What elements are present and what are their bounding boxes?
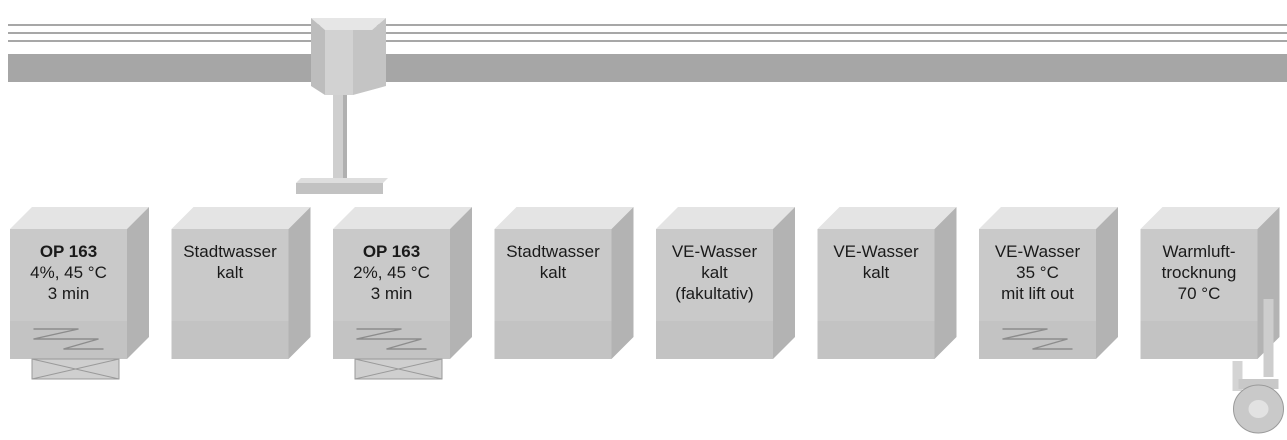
tank-label-line: OP 163 — [363, 242, 420, 261]
tank-label-line: mit lift out — [1001, 284, 1074, 303]
tank-label-line: 35 °C — [1016, 263, 1059, 282]
hoist-mast-shade — [343, 95, 347, 183]
tank-top-face — [1140, 207, 1280, 229]
tank-label-line: VE-Wasser — [995, 242, 1081, 261]
heater-coil-icon — [356, 328, 427, 350]
tank-label-line: kalt — [863, 263, 890, 282]
tank-liquid-level — [494, 321, 612, 359]
op163-4pct-tank: OP 163 4%, 45 °C 3 min — [10, 207, 149, 380]
tank-label-line: VE-Wasser — [833, 242, 919, 261]
tank-label-line: Stadtwasser — [183, 242, 277, 261]
hoist-box-front — [325, 30, 353, 95]
tank-side-face — [1096, 207, 1118, 359]
blower-riser — [1263, 299, 1274, 377]
tank-label-line: Warmluft- — [1162, 242, 1235, 261]
hoist-box-top — [311, 18, 386, 30]
tank-liquid-level — [171, 321, 289, 359]
tank-side-face — [450, 207, 472, 359]
tank-side-face — [127, 207, 149, 359]
tank-top-face — [10, 207, 149, 229]
tank-liquid-level — [333, 321, 450, 359]
tank-label-line: Stadtwasser — [506, 242, 600, 261]
tank-label-line: (fakultativ) — [675, 284, 753, 303]
hoist-box-right — [353, 18, 386, 95]
tank-top-face — [817, 207, 957, 229]
hoist-box-left — [311, 18, 325, 95]
tanks: OP 163 4%, 45 °C 3 min Stadtwasser kalt OP 16… — [10, 207, 1284, 434]
tank-label-line: kalt — [217, 263, 244, 282]
blower-duct-horizontal — [1238, 379, 1279, 389]
overhead-rail — [8, 24, 1287, 82]
tank-label-line: trocknung — [1162, 263, 1237, 282]
tank-top-face — [494, 207, 634, 229]
stadtwasser-kalt-tank-2: Stadtwasser kalt — [494, 207, 634, 359]
ve-wasser-35c-lift-out-tank: VE-Wasser 35 °C mit lift out — [979, 207, 1118, 359]
tank-side-face — [934, 207, 957, 359]
blower-duct — [1232, 361, 1243, 391]
tank-top-face — [171, 207, 311, 229]
tank-side-face — [1257, 207, 1280, 359]
tank-side-face — [773, 207, 795, 359]
heater-coil-icon — [33, 328, 104, 350]
tank-side-face — [611, 207, 634, 359]
tank-liquid-level — [979, 321, 1096, 359]
hoist-carriage — [296, 18, 388, 194]
tank-liquid-level — [656, 321, 773, 359]
tank-label-line: 4%, 45 °C — [30, 263, 107, 282]
tank-top-face — [979, 207, 1118, 229]
ve-wasser-kalt-tank: VE-Wasser kalt — [817, 207, 957, 359]
tank-top-face — [333, 207, 472, 229]
tank-label-line: 3 min — [371, 284, 413, 303]
op163-2pct-tank: OP 163 2%, 45 °C 3 min — [333, 207, 472, 380]
ultrasonic-cross-line — [354, 358, 443, 380]
tank-top-face — [656, 207, 795, 229]
warmlufttrocknung-tank: Warmluft-trocknung 70 °C — [1140, 207, 1284, 434]
hoist-gripper-top — [296, 178, 388, 183]
heater-coil-icon — [1002, 328, 1073, 350]
rail-beam — [8, 54, 1287, 82]
tank-liquid-level — [10, 321, 127, 359]
tank-side-face — [288, 207, 311, 359]
ve-wasser-kalt-fakultativ-tank: VE-Wasser kalt (fakultativ) — [656, 207, 795, 359]
ultrasonic-cross-line — [31, 358, 120, 380]
tank-label-line: 70 °C — [1178, 284, 1221, 303]
tank-label-line: VE-Wasser — [672, 242, 758, 261]
tank-label-line: 2%, 45 °C — [353, 263, 430, 282]
tank-liquid-level — [817, 321, 935, 359]
stadtwasser-kalt-tank-1: Stadtwasser kalt — [171, 207, 311, 359]
tank-label-line: OP 163 — [40, 242, 97, 261]
blower-fan-hub — [1248, 400, 1269, 418]
tank-label-line: 3 min — [48, 284, 90, 303]
hoist-gripper — [296, 183, 383, 194]
tank-liquid-level — [1140, 321, 1258, 359]
tank-label-line: kalt — [701, 263, 728, 282]
tank-label-line: kalt — [540, 263, 567, 282]
